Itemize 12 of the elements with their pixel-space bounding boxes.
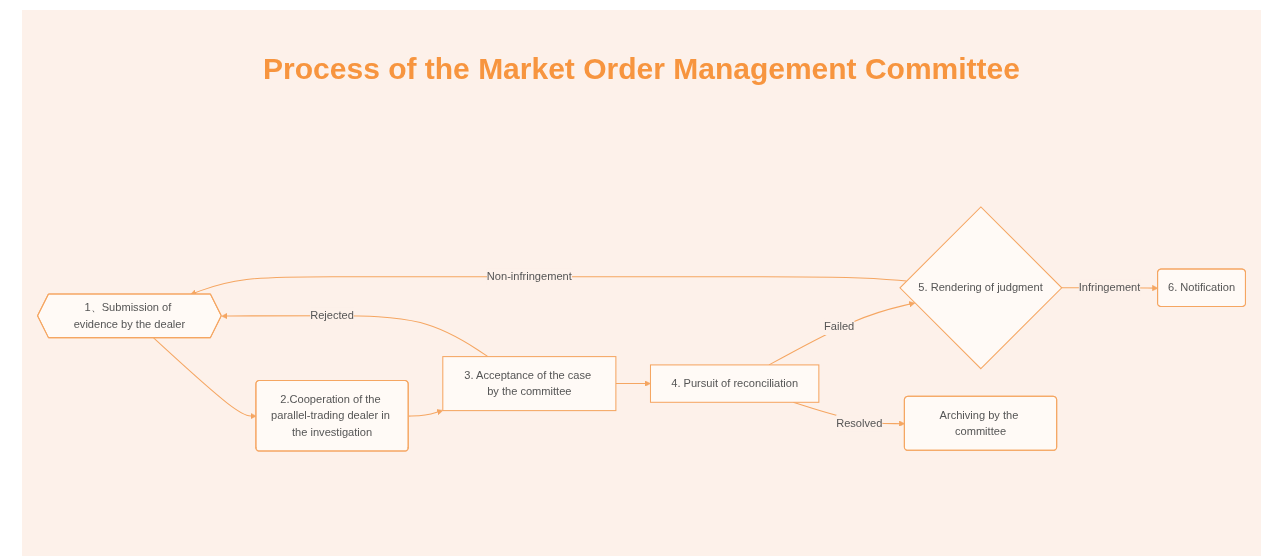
edge-label: Infringement xyxy=(1078,281,1141,294)
diagram-title: Process of the Market Order Management Committee xyxy=(262,51,1021,87)
edge-label: Rejected xyxy=(310,309,354,322)
node-diamond: 5. Rendering of judgment xyxy=(899,206,1063,370)
node-box: 4. Pursuit of reconciliation xyxy=(649,364,820,403)
arrow xyxy=(408,409,444,417)
arrow xyxy=(615,380,651,387)
arrow xyxy=(768,301,916,366)
node-box: 3. Acceptance of the case by the committee xyxy=(442,356,617,412)
edge-label: Failed xyxy=(824,320,855,333)
edge-label: Non-infringement xyxy=(486,270,572,283)
edge-label: Resolved xyxy=(836,417,883,429)
